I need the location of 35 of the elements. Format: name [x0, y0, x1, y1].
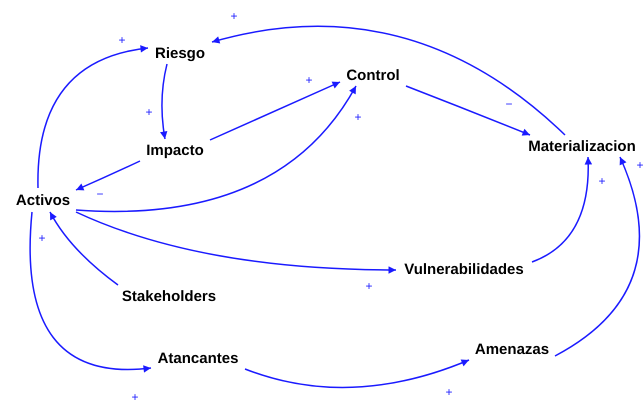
arrow: [212, 26, 566, 136]
variable-label: Vulnerabilidades: [396, 258, 532, 280]
polarity-sign: +: [635, 159, 644, 171]
arrow: [210, 81, 340, 141]
variable-label: Riesgo: [148, 42, 212, 64]
polarity-sign: +: [304, 74, 314, 86]
polarity-sign: −: [95, 188, 104, 200]
variable-label: Amenazas: [469, 338, 555, 360]
variable-label: Impacto: [140, 139, 210, 161]
arrow: [76, 86, 357, 212]
arrow: [244, 359, 470, 388]
polarity-sign: +: [364, 280, 374, 292]
polarity-sign: +: [229, 10, 238, 22]
polarity-sign: +: [130, 391, 140, 401]
arrow: [554, 156, 640, 357]
arrow: [49, 212, 118, 286]
polarity-sign: −: [504, 98, 514, 110]
variable-label: Atancantes: [151, 347, 245, 369]
polarity-sign: +: [144, 106, 154, 118]
polarity-sign: +: [597, 175, 606, 187]
variable-label: Materializacion: [522, 135, 642, 157]
arrow: [406, 85, 530, 136]
variable-label: Activos: [10, 188, 76, 212]
arrow: [76, 211, 396, 274]
polarity-sign: +: [117, 34, 126, 46]
arrow: [29, 212, 152, 372]
polarity-sign: +: [353, 111, 362, 123]
polarity-sign: +: [37, 232, 46, 244]
variable-label: Stakeholders: [115, 285, 223, 307]
variable-label: Control: [340, 64, 406, 86]
arrow: [532, 156, 592, 263]
arrow: [160, 64, 168, 140]
arrow: [37, 45, 148, 188]
arrow: [76, 160, 140, 191]
polarity-sign: +: [444, 386, 454, 398]
